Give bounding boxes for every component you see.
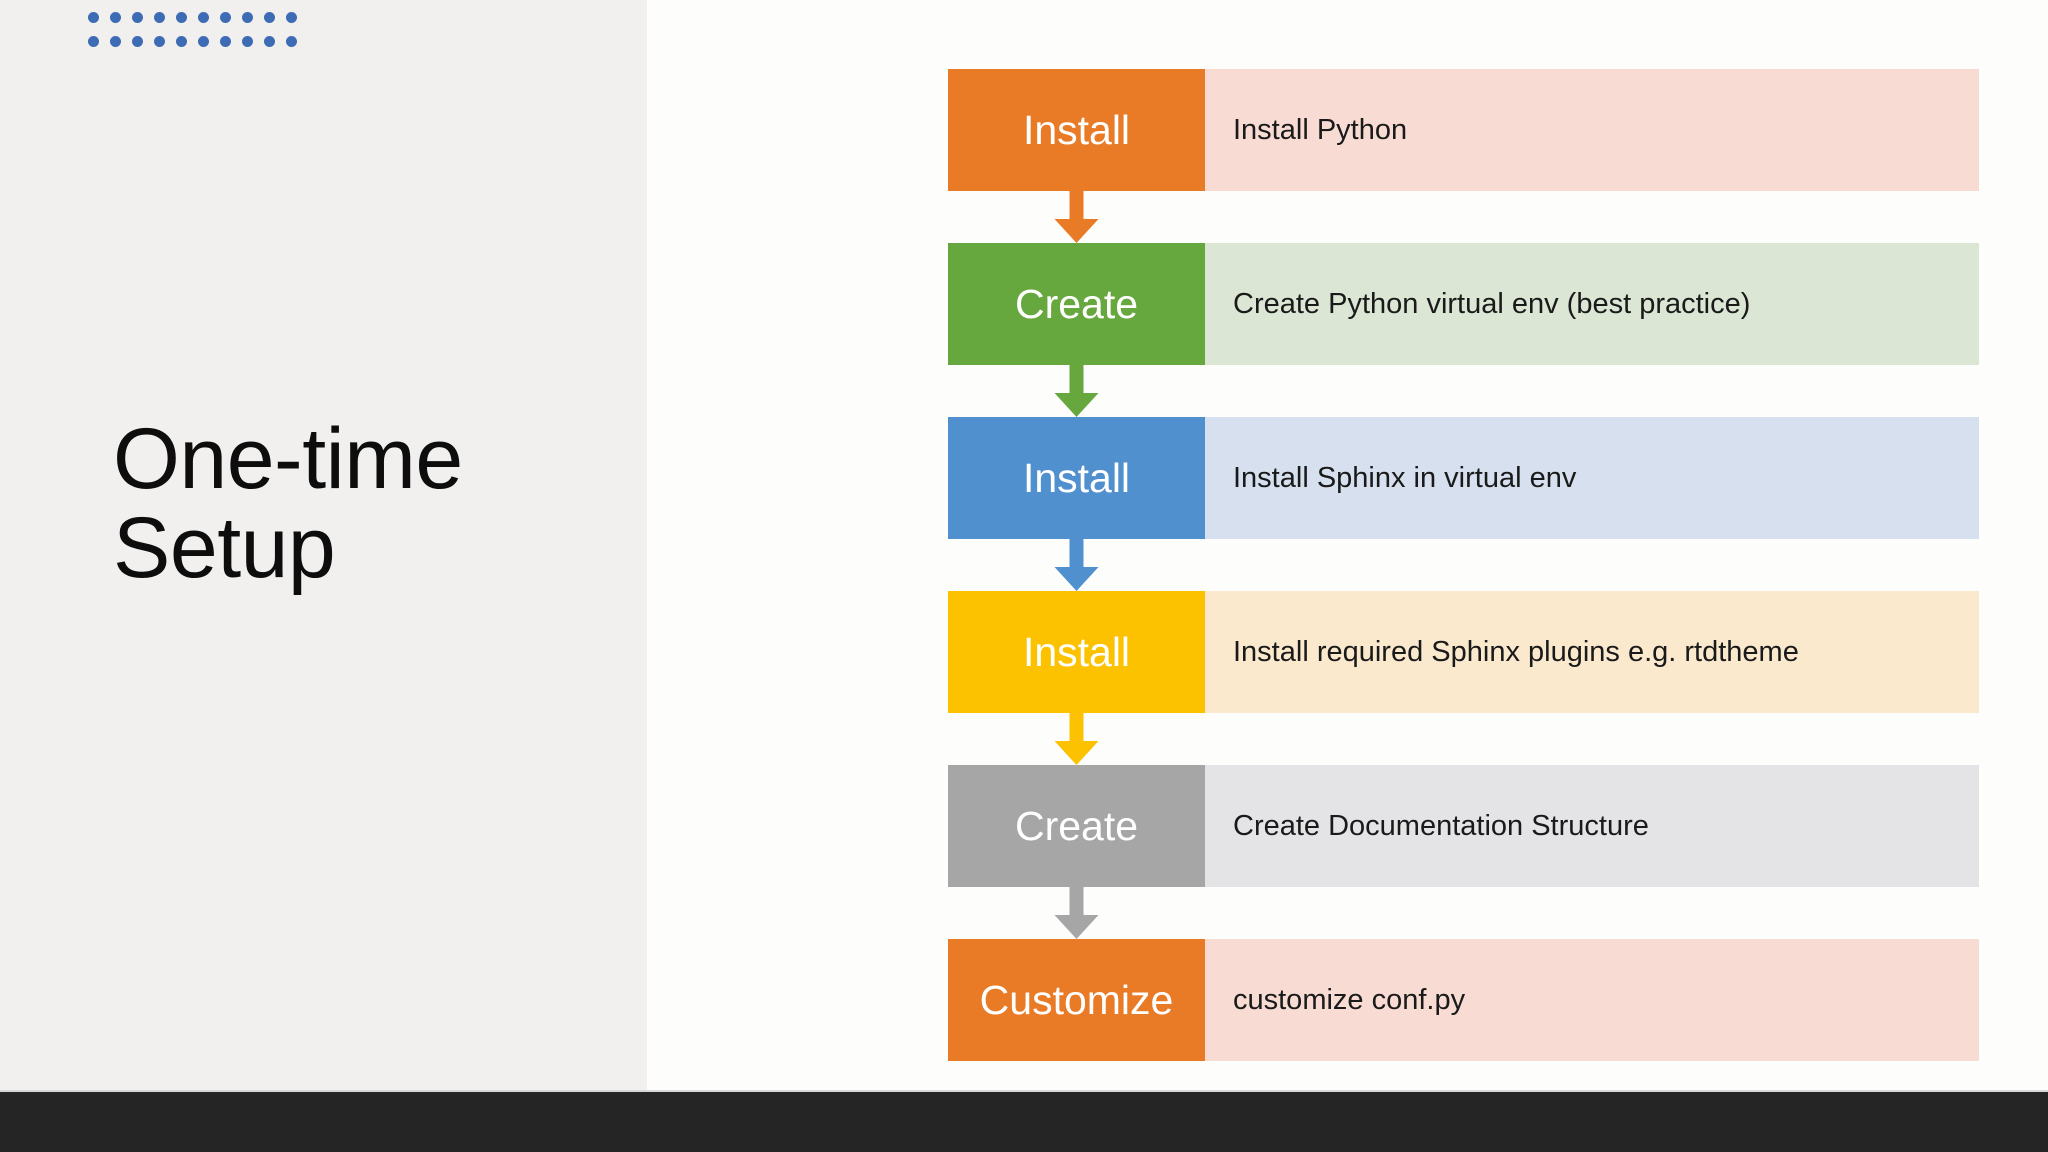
- flow-step-key[interactable]: Install: [948, 417, 1205, 539]
- flow-connector-arrow: [948, 191, 1979, 243]
- decorative-dot: [88, 36, 99, 47]
- flow-step-description: Install required Sphinx plugins e.g. rtd…: [1205, 591, 1979, 713]
- flow-step-key[interactable]: Create: [948, 243, 1205, 365]
- decorative-dot: [176, 12, 187, 23]
- decorative-dot: [264, 12, 275, 23]
- decorative-dot: [286, 36, 297, 47]
- flow-step-key[interactable]: Create: [948, 765, 1205, 887]
- decorative-dot: [88, 12, 99, 23]
- page-title-line: Setup: [113, 499, 336, 596]
- decorative-dot: [198, 36, 209, 47]
- decorative-dot: [220, 36, 231, 47]
- flow-connector-arrow: [948, 713, 1979, 765]
- flow-step-key[interactable]: Install: [948, 69, 1205, 191]
- page-title-line: One-time: [113, 411, 463, 507]
- decorative-dot: [220, 12, 231, 23]
- flow-step-description: customize conf.py: [1205, 939, 1979, 1061]
- decorative-dot: [264, 36, 275, 47]
- flow-step-description: Install Sphinx in virtual env: [1205, 417, 1979, 539]
- decorative-dot: [176, 36, 187, 47]
- decorative-dot: [242, 36, 253, 47]
- flow-connector-arrow: [948, 887, 1979, 939]
- flow-step-description: Create Documentation Structure: [1205, 765, 1979, 887]
- decorative-dot: [110, 12, 121, 23]
- flow-connector-arrow: [948, 539, 1979, 591]
- decorative-dot: [242, 12, 253, 23]
- flow-step-key[interactable]: Customize: [948, 939, 1205, 1061]
- dot-row: [88, 12, 297, 23]
- decorative-dot: [132, 36, 143, 47]
- flow-connector-arrow: [948, 365, 1979, 417]
- decorative-dot-grid: [88, 12, 297, 47]
- decorative-dot: [154, 36, 165, 47]
- bottom-bar: [0, 1090, 2048, 1152]
- decorative-dot: [110, 36, 121, 47]
- decorative-dot: [154, 12, 165, 23]
- decorative-dot: [132, 12, 143, 23]
- decorative-dot: [198, 12, 209, 23]
- flow-step-key[interactable]: Install: [948, 591, 1205, 713]
- flow-step-description: Install Python: [1205, 69, 1979, 191]
- dot-row: [88, 36, 297, 47]
- flow-step-description: Create Python virtual env (best practice…: [1205, 243, 1979, 365]
- decorative-dot: [286, 12, 297, 23]
